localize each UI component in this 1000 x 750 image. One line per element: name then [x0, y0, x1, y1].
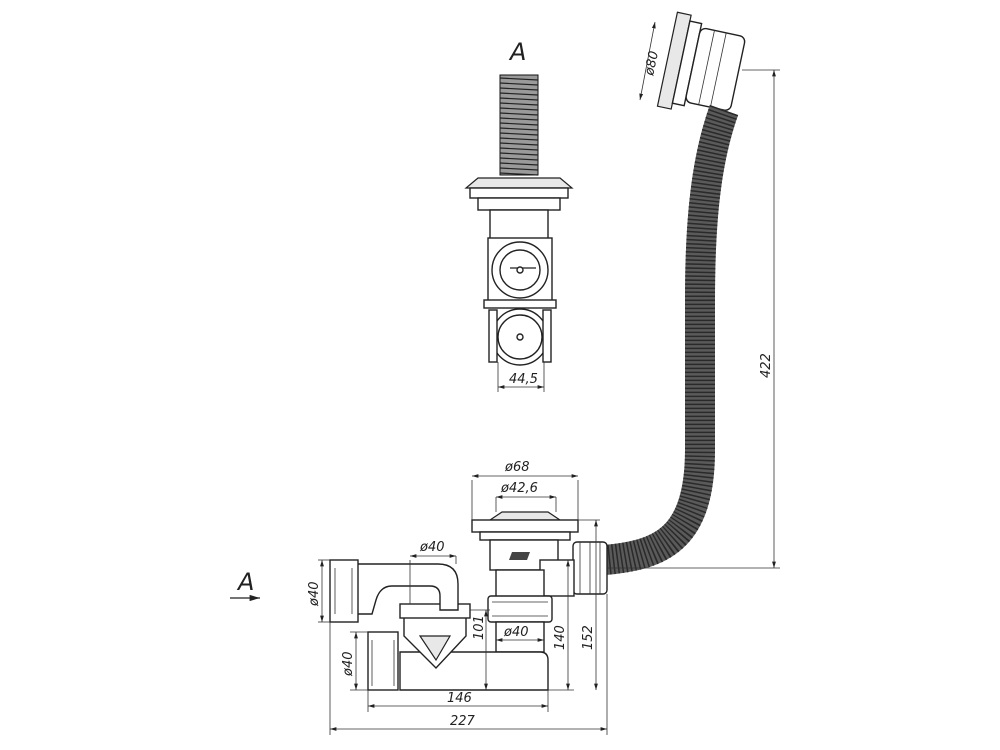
pipe-rib — [499, 122, 539, 126]
outlet-lower-pipe — [367, 631, 399, 691]
brand-logo-icon — [509, 552, 530, 560]
pipe-rib — [499, 162, 539, 166]
view-a-arrow-label: A — [236, 568, 254, 596]
dim-44-5: 44,5 — [509, 372, 538, 387]
view-a-body — [489, 209, 549, 241]
dim-152: 152 — [581, 625, 596, 650]
pipe-rib — [499, 137, 539, 141]
pipe-rib — [499, 127, 539, 131]
pipe-rib — [499, 117, 539, 121]
trap-inlet-elbow — [354, 563, 459, 615]
pipe-rib — [499, 102, 539, 106]
dim-146: 146 — [447, 691, 472, 706]
pipe-rib — [499, 92, 539, 96]
dim-line-80 — [639, 21, 656, 101]
dim-plug-68: ø68 — [504, 460, 530, 475]
overflow-assembly: ø80 422 — [572, 11, 780, 595]
view-a-flange — [469, 187, 569, 199]
pipe-rib — [499, 82, 539, 86]
dim-140: 140 — [553, 625, 568, 650]
corrugated-hose — [603, 104, 739, 575]
dim-branch-40: ø40 — [503, 625, 529, 640]
pipe-rib — [499, 167, 539, 171]
drain-flange — [471, 519, 579, 533]
dim-outlet-lower-40: ø40 — [341, 652, 356, 678]
pipe-rib — [499, 107, 539, 111]
drain-side-branch — [539, 559, 575, 597]
view-a-detail: A 44,5 — [464, 38, 574, 392]
pipe-rib — [499, 147, 539, 151]
dim-trap-40: ø40 — [419, 540, 445, 555]
pipe-rib — [499, 112, 539, 116]
pipe-rib — [499, 152, 539, 156]
pipe-rib — [499, 132, 539, 136]
hose-ribs — [603, 104, 739, 575]
pipe-rib — [499, 97, 539, 101]
dim-227: 227 — [450, 714, 476, 729]
drain-plug-cap — [488, 511, 562, 521]
trap-nut — [399, 603, 471, 619]
view-a-cap — [464, 177, 574, 189]
drain-lower-nut — [487, 595, 553, 623]
pipe-rib — [499, 157, 539, 161]
drain-and-trap: ø68 ø42,6 ø40 ø40 ø40 ø40 101 140 — [230, 460, 608, 735]
dim-plug-42-6: ø42,6 — [500, 481, 538, 496]
overflow-body — [685, 27, 746, 111]
pipe-rib — [499, 77, 539, 81]
view-a-valve-center — [516, 266, 524, 274]
pipe-rib — [499, 172, 539, 176]
view-a-flange-ring — [477, 197, 561, 211]
outlet-upper-nut — [329, 559, 359, 623]
dim-101: 101 — [472, 615, 487, 640]
dim-422: 422 — [759, 353, 774, 378]
trap-lower-pipe — [399, 651, 549, 691]
dim-outlet-upper-40: ø40 — [307, 582, 322, 608]
pipe-rib — [499, 142, 539, 146]
view-a-title: A — [508, 38, 526, 66]
dim-overflow-80: ø80 — [642, 50, 662, 78]
pipe-rib — [499, 87, 539, 91]
view-a-pipe-ribs — [499, 77, 539, 176]
